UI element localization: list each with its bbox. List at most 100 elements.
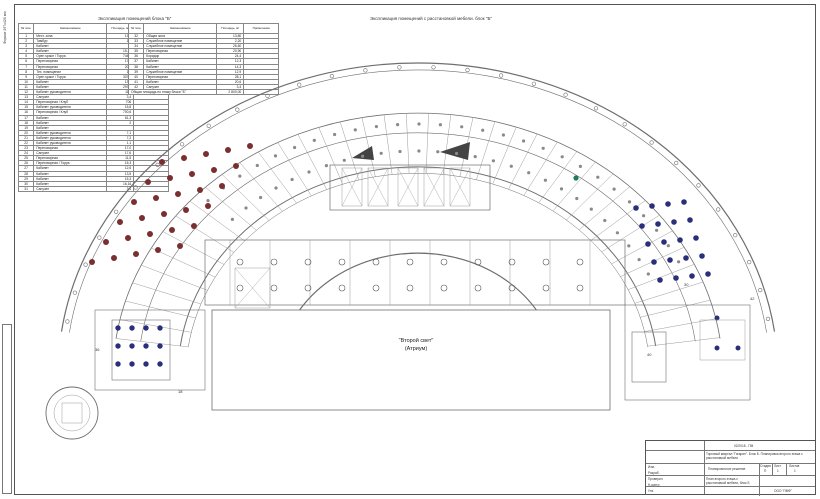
facade-column [113, 209, 119, 214]
office-partition [601, 214, 660, 253]
seat-grey [460, 125, 464, 129]
seat-grey [244, 206, 248, 210]
seat-grey [615, 231, 620, 235]
sheets-value: 1 [794, 469, 796, 473]
seat-grey [491, 159, 495, 163]
stair-triangle [352, 146, 374, 160]
room-tag-42: 42 [750, 296, 755, 301]
stamp-row-3: Н.контр. [648, 483, 661, 487]
round-table [440, 258, 448, 266]
sheets-label: Листов [789, 464, 800, 468]
seat-grey [627, 244, 631, 248]
round-table [576, 258, 584, 266]
seat-grey [324, 164, 328, 168]
facade-column [747, 260, 752, 265]
round-table [338, 284, 346, 292]
core-box [329, 164, 491, 211]
legend-cell-num: 18 [17, 119, 35, 126]
seat-grey [436, 150, 440, 154]
legend-cell-num: 29 [17, 175, 35, 182]
shell-arc-1 [69, 69, 767, 333]
facade-column [265, 93, 270, 98]
seat-red [183, 207, 189, 213]
facade-column [97, 235, 102, 240]
legend-cell-num: 34 [127, 43, 145, 50]
seat-red [181, 155, 187, 161]
legend-cell-num: 39 [127, 68, 145, 75]
office-partition [552, 161, 596, 211]
seat-grey [206, 199, 210, 203]
facade-column [297, 82, 302, 87]
office-partition [339, 121, 359, 180]
seat-red [139, 215, 145, 221]
legend-cell-num: 3 [17, 43, 35, 50]
seat-grey [473, 155, 477, 159]
legend-cell-num: 6 [17, 58, 35, 65]
stamp-row-4: Утв. [648, 489, 655, 493]
plan-walls [60, 62, 776, 347]
seat-red [155, 247, 161, 253]
office-partition [406, 113, 410, 174]
office-partition [640, 299, 711, 318]
legend-cell-num: 2 [17, 38, 35, 45]
seat-grey [509, 164, 513, 168]
legend-cell-num: 26 [17, 160, 35, 167]
seat-red [177, 243, 183, 249]
atrium-label: "Второй свет" [399, 337, 434, 344]
office-partition [132, 282, 201, 305]
round-table [542, 284, 550, 292]
seat-grey [612, 187, 616, 191]
seat-blue [115, 343, 121, 349]
seat-grey [501, 133, 505, 137]
mid-band [204, 239, 626, 306]
legend-cell-num: 41 [127, 78, 145, 85]
seat-red [147, 231, 153, 237]
room-tag-18: 18 [178, 389, 183, 394]
office-partition [644, 318, 716, 332]
seat-grey [642, 214, 646, 218]
seat-grey [255, 163, 259, 168]
round-table [474, 258, 482, 266]
round-table [440, 284, 448, 292]
seat-red [233, 163, 239, 169]
office-partition [361, 117, 376, 177]
seat-blue [667, 257, 673, 263]
office-partition [221, 174, 270, 221]
seat-blue [683, 255, 689, 261]
legend-cell-num: 8 [17, 68, 35, 75]
facade-column [72, 290, 77, 295]
room-tag-36: 36 [95, 347, 100, 352]
legend-cell-num: 28 [17, 170, 35, 177]
legend-cell-num: 19 [17, 124, 35, 131]
seat-blue [677, 237, 683, 243]
legend-cell-num: 1 [17, 32, 35, 40]
lift-shaft [341, 167, 363, 207]
office-partition [628, 264, 695, 290]
seat-grey [398, 149, 402, 154]
seat-grey [603, 218, 607, 223]
seat-blue [143, 325, 149, 331]
facade-column [180, 142, 185, 147]
legend-cell-num: 15 [17, 104, 35, 111]
seat-grey [455, 151, 459, 156]
legend-cell-num: 10 [17, 78, 35, 85]
seat-blue [143, 361, 149, 367]
legend-cell-num: 33 [127, 38, 145, 45]
legend-b2-table: № пом. Наименование Площадь, м² Примечан… [127, 23, 280, 96]
shell-arc-3 [140, 132, 696, 342]
round-table [474, 284, 482, 292]
lift-cross [397, 167, 419, 207]
left-stamp-strip: Формат 297x420 мм [0, 4, 14, 495]
seat-grey [417, 149, 421, 153]
office-partition [205, 187, 257, 231]
seat-blue [714, 315, 720, 321]
legend-cell-num: 11 [17, 83, 35, 91]
seat-blue [661, 239, 667, 245]
seat-grey [559, 187, 564, 191]
round-table [406, 258, 414, 266]
seat-grey [655, 228, 659, 232]
seat-blue [693, 235, 699, 241]
room-tag-30: 30 [684, 282, 689, 287]
